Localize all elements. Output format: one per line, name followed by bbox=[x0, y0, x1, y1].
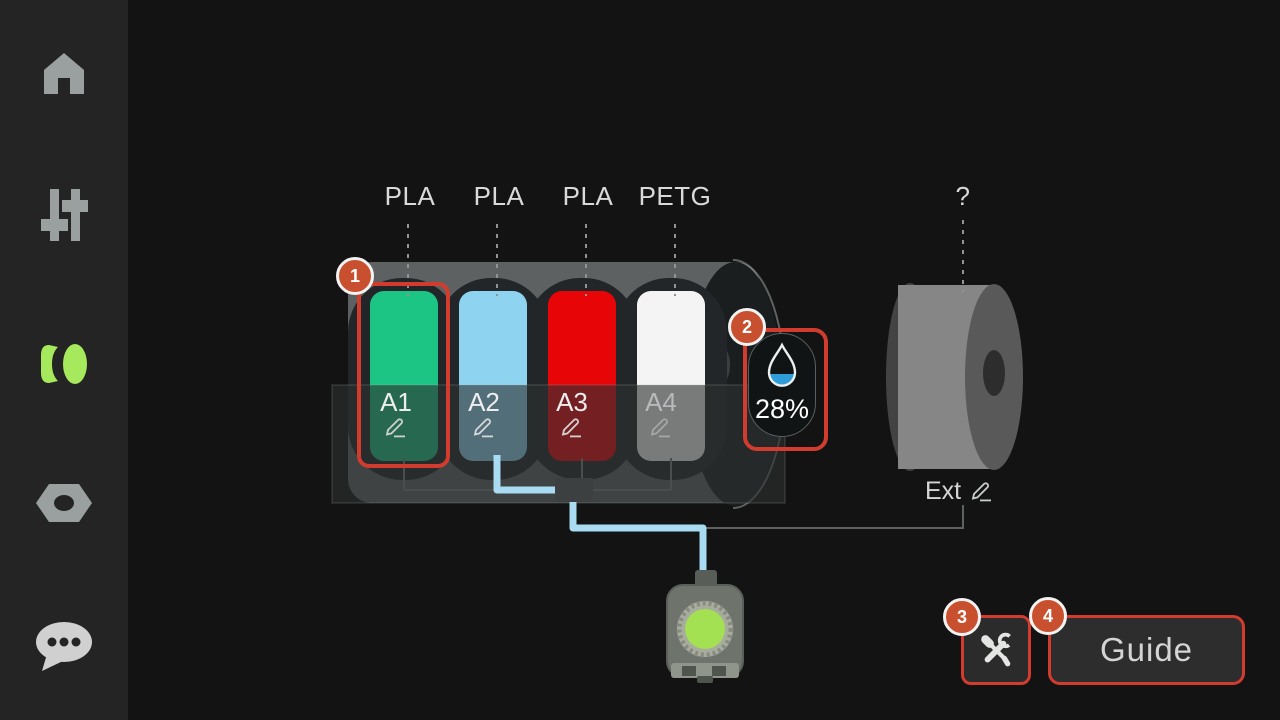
sidebar bbox=[0, 0, 128, 720]
nut-icon bbox=[36, 484, 92, 522]
guide-button-label: Guide bbox=[1099, 631, 1194, 668]
humidity-value: 28% bbox=[754, 394, 810, 424]
ams-illustration bbox=[331, 220, 1023, 683]
sliders-icon bbox=[41, 189, 88, 241]
spool-icon bbox=[41, 344, 87, 384]
chat-icon bbox=[36, 622, 92, 671]
external-spool-label: Ext bbox=[925, 477, 962, 505]
sidebar-item-home[interactable] bbox=[0, 25, 128, 121]
home-icon bbox=[44, 53, 84, 94]
callout-badge-4: 4 bbox=[1029, 597, 1067, 635]
material-label-a3: PLA bbox=[562, 181, 614, 211]
sidebar-item-filament[interactable] bbox=[0, 316, 128, 412]
ext-feed-line bbox=[703, 505, 964, 529]
filament-hub bbox=[666, 570, 744, 683]
material-label-a1: PLA bbox=[384, 181, 436, 211]
sidebar-item-messages[interactable] bbox=[0, 599, 128, 695]
humidity-drop-icon bbox=[767, 342, 797, 387]
hub-status-light bbox=[685, 609, 725, 649]
edit-ext-icon[interactable] bbox=[969, 481, 995, 502]
humidity-indicator[interactable]: 28% bbox=[748, 333, 816, 437]
slot-label-a2: A2 bbox=[468, 387, 500, 417]
edit-slot-a2-icon[interactable] bbox=[471, 417, 497, 438]
active-tube-lower bbox=[569, 502, 707, 572]
tube-connector-box bbox=[555, 478, 593, 502]
edit-slot-a4-icon[interactable] bbox=[648, 417, 674, 438]
callout-badge-1: 1 bbox=[336, 257, 374, 295]
material-label-ext: ? bbox=[955, 181, 971, 211]
filament-path-lines bbox=[403, 458, 672, 491]
callout-badge-2: 2 bbox=[728, 308, 766, 346]
slot-label-a1: A1 bbox=[380, 387, 412, 417]
guide-button[interactable]: Guide bbox=[1048, 615, 1245, 685]
external-spool[interactable] bbox=[886, 283, 1023, 471]
active-tube-upper bbox=[493, 455, 558, 494]
slot-label-a4: A4 bbox=[645, 387, 677, 417]
sidebar-item-settings[interactable] bbox=[0, 167, 128, 263]
material-label-a4: PETG bbox=[638, 181, 712, 211]
main-area: PLA PLA PLA PETG ? A1 A2 A3 A4 Ext bbox=[128, 0, 1280, 720]
external-spool-label-row: Ext bbox=[925, 477, 995, 506]
edit-slot-a1-icon[interactable] bbox=[383, 417, 409, 438]
material-label-a2: PLA bbox=[473, 181, 525, 211]
tools-icon bbox=[981, 632, 1014, 667]
sidebar-item-maintenance[interactable] bbox=[0, 455, 128, 551]
slot-label-a3: A3 bbox=[556, 387, 588, 417]
edit-slot-a3-icon[interactable] bbox=[559, 417, 585, 438]
callout-badge-3: 3 bbox=[943, 598, 981, 636]
